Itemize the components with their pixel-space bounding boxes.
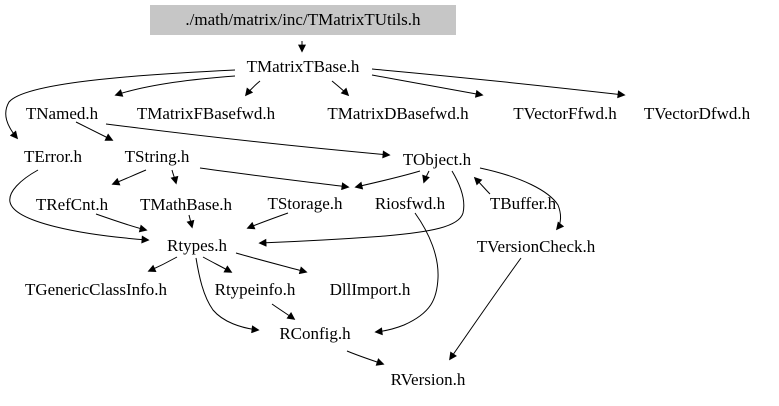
node-Rtypeinfo[interactable]: Rtypeinfo.h [214,280,296,299]
edge-TObject-TVersionCheck [479,167,565,231]
edge-TString-TMathBase [170,169,179,185]
node-root[interactable]: ./math/matrix/inc/TMatrixTUtils.h [150,5,456,35]
edge-TMathBase-Rtypes [186,214,195,229]
node-TMatrixFBasefwd[interactable]: TMatrixFBasefwd.h [136,104,276,123]
node-TNamed[interactable]: TNamed.h [25,104,99,123]
edge-TObject-TStorage [354,170,421,190]
edge-TMatrixTBase-TVectorFfwd [371,74,484,98]
edge-TMatrixTBase-TNamed [114,75,236,97]
edge-TStorage-Rtypes [246,212,289,230]
node-TVectorDfwd[interactable]: TVectorDfwd.h [643,104,751,123]
node-Riosfwd[interactable]: Riosfwd.h [374,194,446,213]
node-TString[interactable]: TString.h [124,147,190,166]
node-TGenericClassInfo[interactable]: TGenericClassInfo.h [24,280,168,299]
node-TError[interactable]: TError.h [23,147,83,166]
edge-TString-TStorage [199,167,350,191]
edge-TNamed-TString [75,121,114,141]
edge-Rtypeinfo-RConfig [271,303,296,320]
node-DllImport[interactable]: DllImport.h [329,280,411,299]
node-TVectorFfwd[interactable]: TVectorFfwd.h [513,104,617,123]
edge-TRefCnt-Rtypes [95,213,148,233]
edge-RConfig-RVersion [346,350,385,366]
edge-TVersionCheck-RVersion [449,257,522,361]
edge-Rtypes-Rtypeinfo [202,256,233,273]
node-TMatrixTBase[interactable]: TMatrixTBase.h [246,57,360,76]
node-TMatrixDBasefwd[interactable]: TMatrixDBasefwd.h [327,104,469,123]
edge-Rtypes-TGenericClassInfo [147,256,178,273]
node-TVersionCheck[interactable]: TVersionCheck.h [476,237,596,256]
edge-Rtypes-RConfig [195,257,260,334]
edge-TBuffer-TObject [473,176,491,195]
edge-TObject-Rtypes [258,170,465,247]
node-RConfig[interactable]: RConfig.h [279,324,351,343]
edge-TMatrixTBase-TMatrixDBasefwd [331,80,350,97]
edge-TError-Rtypes [9,169,150,244]
node-TMathBase[interactable]: TMathBase.h [139,195,233,214]
node-TBuffer[interactable]: TBuffer.h [489,194,557,213]
node-RVersion[interactable]: RVersion.h [390,370,466,389]
node-TRefCnt[interactable]: TRefCnt.h [35,195,109,214]
edge-TMatrixTBase-TError [5,69,236,140]
edge-TObject-Riosfwd [422,170,430,184]
node-Rtypes[interactable]: Rtypes.h [167,236,227,255]
node-TStorage[interactable]: TStorage.h [267,194,343,213]
edge-TString-TRefCnt [111,169,147,186]
edge-TNamed-TObject [105,123,391,159]
edge-TMatrixTBase-TMatrixFBasefwd [245,80,261,97]
edge-Riosfwd-RConfig [374,212,439,336]
edge-TMatrixTBase-TVectorDfwd [371,68,626,99]
edge-Rtypes-DllImport [235,252,308,275]
node-TObject[interactable]: TObject.h [402,150,472,169]
